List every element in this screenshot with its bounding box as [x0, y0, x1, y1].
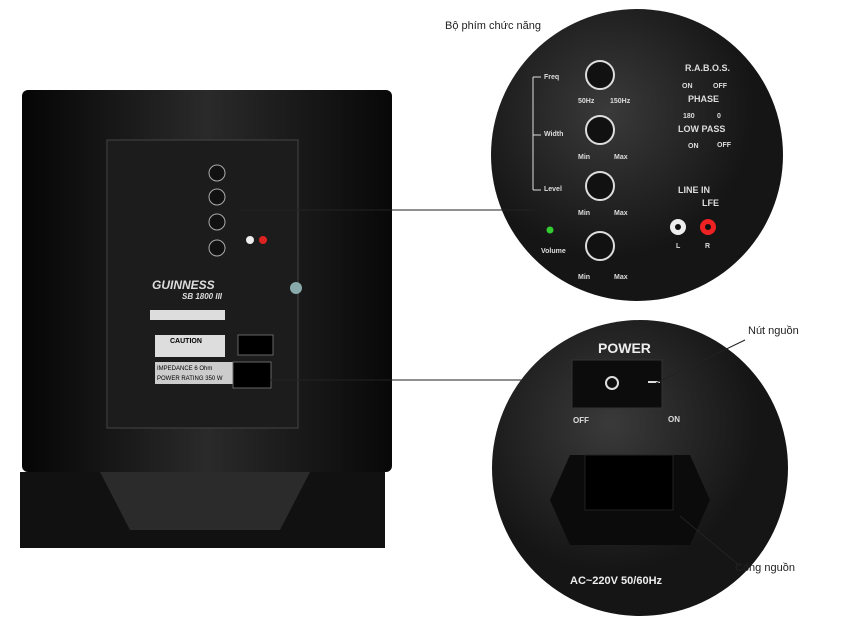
power-off-label: OFF	[573, 416, 589, 425]
controls-closeup	[491, 9, 783, 301]
power-closeup	[492, 320, 788, 616]
power-on-label: ON	[668, 415, 680, 424]
power-title: POWER	[598, 340, 651, 356]
brand-logo: GUINNESS	[152, 278, 215, 292]
annotation-power-button: Nút nguồn	[748, 325, 799, 337]
voltage-label: AC~220V 50/60Hz	[570, 575, 663, 587]
spec-table: IMPEDANCE 6 Ohm POWER RATING 350 W	[157, 366, 223, 382]
callout-lines	[240, 209, 746, 567]
annotation-controls: Bộ phím chức năng	[445, 20, 542, 32]
caution-label: CAUTION	[170, 338, 202, 345]
annotation-power-port: Cổng nguồn	[735, 562, 795, 574]
subwoofer	[20, 90, 392, 548]
model-name: SB 1800 III	[182, 292, 223, 301]
